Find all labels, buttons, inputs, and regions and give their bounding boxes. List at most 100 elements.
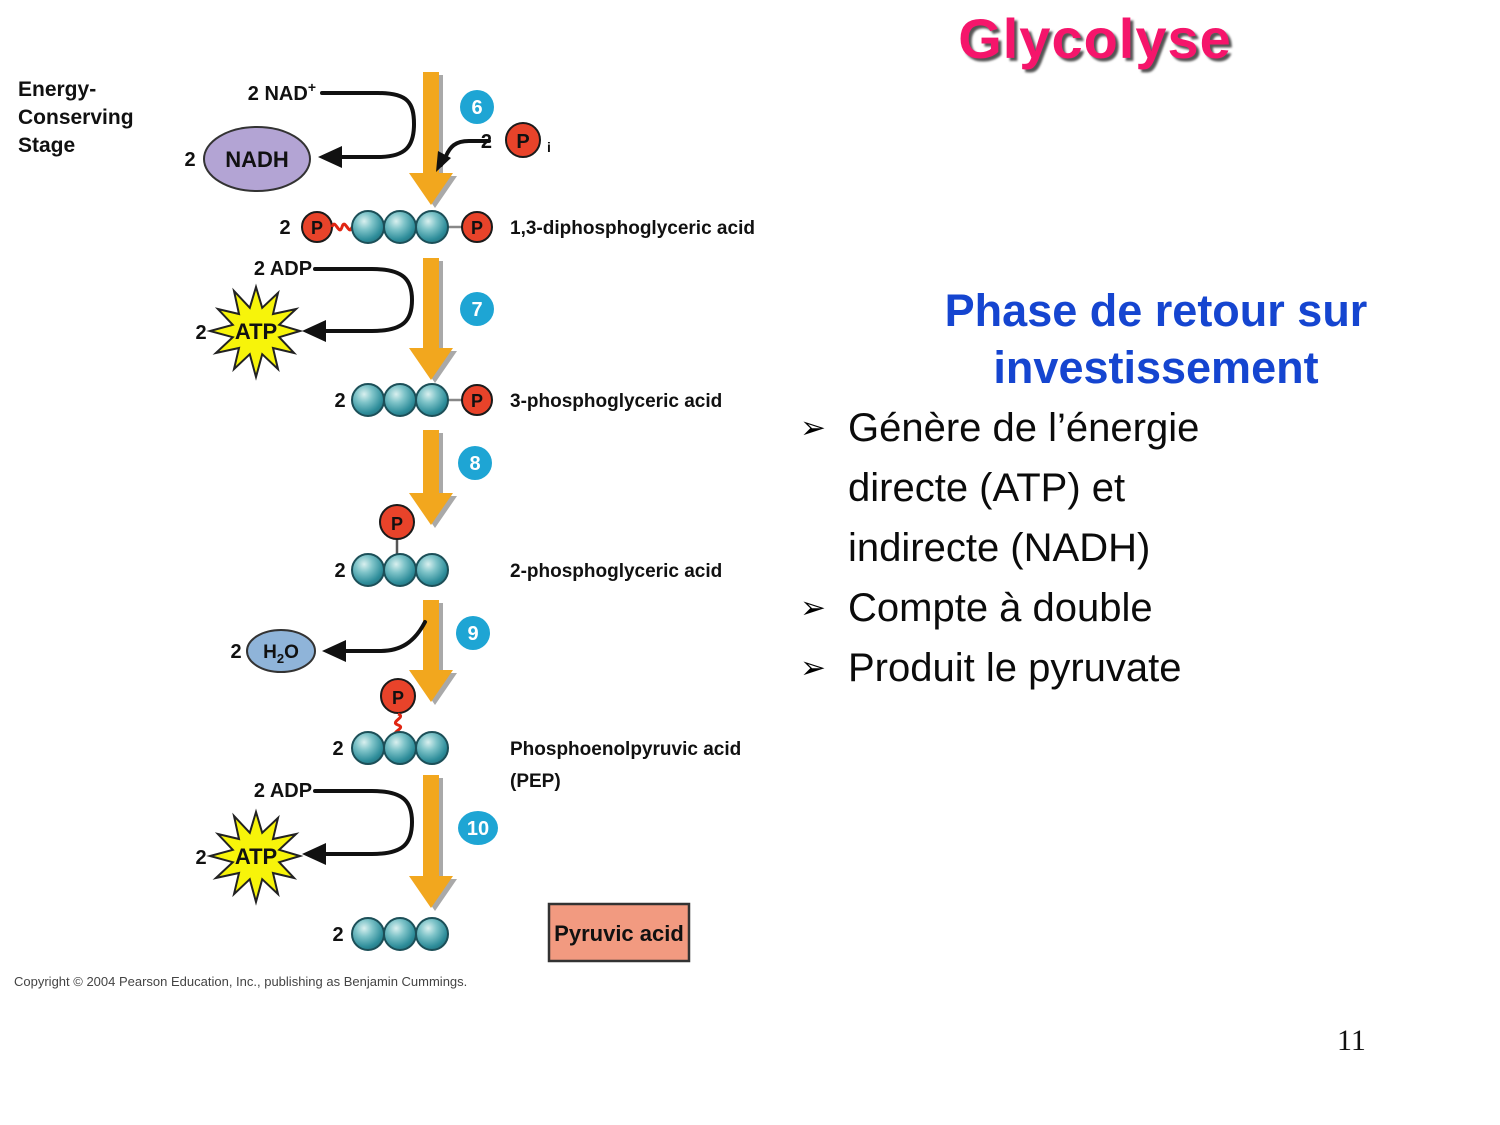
heading-line: investissement [993, 342, 1319, 393]
phosphate-circle [505, 122, 541, 158]
arrowhead [436, 151, 451, 172]
atp-coefficient: 2 [195, 322, 206, 344]
nad-to-nadh-curve [320, 91, 417, 159]
phosphate-label: P [471, 218, 483, 238]
carbon-sphere [351, 210, 385, 244]
nadh-coefficient: 2 [184, 149, 195, 171]
glycolysis-diagram: Energy- Conserving Stage 2 NAD+ 2 NADH 6… [14, 72, 755, 989]
main-pathway-arrows [409, 72, 457, 911]
h2o-branch-curve [344, 620, 427, 653]
atp-starburst: ATP [206, 808, 304, 906]
pathway-arrow-7 [409, 258, 453, 380]
adp-to-atp-curve-7 [313, 267, 415, 333]
carbon-sphere [351, 553, 385, 587]
step-number: 7 [471, 299, 482, 321]
carbon-sphere [351, 917, 385, 951]
arrowhead [318, 146, 342, 168]
high-energy-bond [330, 222, 354, 232]
nad-label: 2 NAD+ [248, 79, 316, 105]
step-badge-8 [458, 446, 492, 480]
coefficient: 2 [334, 390, 345, 412]
arrowhead [302, 320, 326, 342]
step-badge-9 [456, 616, 490, 650]
bullet-line: indirecte (NADH) [848, 526, 1151, 570]
bullet-text: Génère de l’énergie directe (ATP) et ind… [848, 398, 1460, 578]
pathway-arrow-6 [409, 72, 453, 205]
phosphate-label: P [391, 514, 403, 534]
water-label: H2O [263, 642, 299, 666]
coefficient: 2 [279, 217, 290, 239]
stage-label: Energy- Conserving Stage [18, 78, 134, 157]
phosphate-label: P [516, 131, 529, 153]
step-badge-10 [458, 811, 498, 845]
bullet-line: Produit le pyruvate [848, 646, 1182, 690]
bullet-list: ➢ Génère de l’énergie directe (ATP) et i… [800, 398, 1460, 698]
stage-label-line: Conserving [18, 106, 134, 129]
high-energy-bond [393, 712, 403, 736]
reaction-connectors [313, 91, 491, 856]
bullet-text: Produit le pyruvate [848, 638, 1460, 698]
carbon-sphere [383, 383, 417, 417]
pyruvic-acid-box [547, 902, 691, 963]
bullet-item: ➢ Produit le pyruvate [800, 638, 1460, 698]
water-ellipse [246, 629, 316, 673]
step-number: 8 [469, 453, 480, 475]
atp-label: ATP [235, 844, 277, 869]
step-badge-7 [460, 292, 494, 326]
arrowhead [302, 843, 326, 865]
pathway-arrow-10 [409, 775, 453, 908]
row-pyruvate: 2 Pyruvic acid [332, 902, 691, 963]
atp-coefficient: 2 [195, 847, 206, 869]
section-heading: Phase de retour sur investissement [850, 282, 1462, 396]
adp-label: 2 ADP [254, 258, 312, 280]
carbon-sphere [383, 731, 417, 765]
carbon-sphere [415, 383, 449, 417]
step-badge-6 [460, 90, 494, 124]
carbon-sphere [415, 917, 449, 951]
page-number: 11 [1337, 1024, 1366, 1057]
step-badges: 6 7 8 9 10 [456, 90, 498, 845]
carbon-sphere [351, 383, 385, 417]
phosphate-circle [379, 504, 415, 540]
arrow-bullet-icon: ➢ [800, 650, 826, 685]
coefficient: 2 [332, 924, 343, 946]
slide-title: Glycolyse [958, 7, 1232, 70]
starburst-shape [206, 808, 304, 906]
row-dpg: 2 P P 1,3-diphosphoglyceric acid [279, 210, 755, 244]
molecule-label: (PEP) [510, 771, 561, 792]
arrowhead [322, 640, 346, 662]
stage-label-line: Stage [18, 134, 75, 157]
molecule-label: 3-phosphoglyceric acid [510, 391, 722, 412]
water-coefficient: 2 [230, 641, 241, 663]
pyruvic-acid-label: Pyruvic acid [554, 921, 684, 946]
carbon-sphere [415, 731, 449, 765]
coefficient: 2 [334, 560, 345, 582]
nadh-label: NADH [225, 147, 289, 172]
connector-arrowheads [302, 146, 451, 865]
bullet-text: Compte à double [848, 578, 1460, 638]
copyright-notice: Copyright © 2004 Pearson Education, Inc.… [14, 974, 467, 989]
nad-superscript: + [308, 79, 316, 95]
arrow-bullet-icon: ➢ [800, 410, 826, 445]
carbon-sphere [383, 917, 417, 951]
arrow-bullet-icon: ➢ [800, 590, 826, 625]
water-h: H [263, 642, 277, 663]
water-subscript: 2 [277, 651, 284, 666]
phosphate-label: P [392, 688, 404, 708]
row-pep: P 2 Phosphoenolpyruvic acid (PEP) [332, 678, 741, 792]
atp-starburst: ATP [206, 283, 304, 381]
phosphate-label: P [471, 391, 483, 411]
coefficient: 2 [332, 738, 343, 760]
bullet-line: Compte à double [848, 586, 1153, 630]
phosphate-circle [461, 211, 493, 243]
carbon-sphere [383, 553, 417, 587]
adp-to-atp-curve-10 [313, 789, 415, 856]
step-number: 9 [467, 623, 478, 645]
bullet-line: directe (ATP) et [848, 466, 1126, 510]
row-3pg: 2 P 3-phosphoglyceric acid [334, 383, 722, 417]
bullet-item: ➢ Génère de l’énergie directe (ATP) et i… [800, 398, 1460, 578]
phosphate-label: P [311, 218, 323, 238]
water-o: O [284, 642, 299, 663]
step-number: 6 [471, 97, 482, 119]
molecule-label: Phosphoenolpyruvic acid [510, 739, 741, 760]
